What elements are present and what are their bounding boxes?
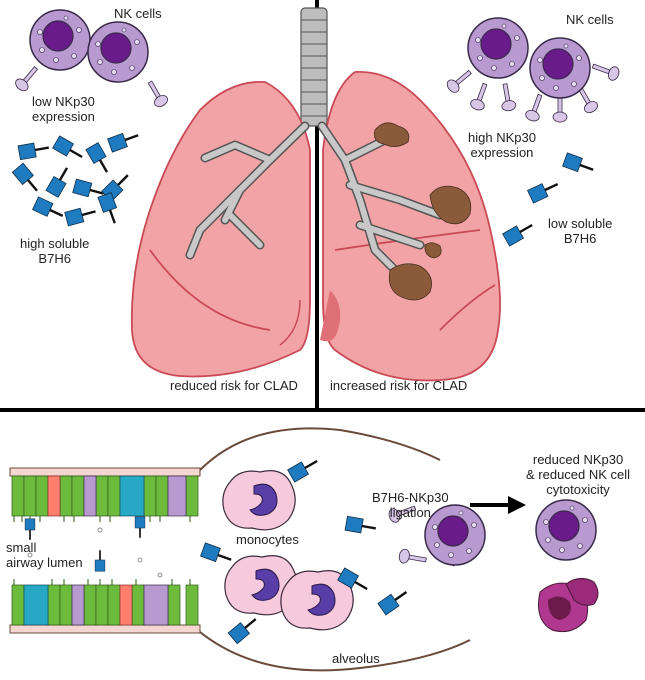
b7h6-label-left: high soluble B7H6 (20, 236, 89, 266)
result-label-line3: cytotoxicity (546, 482, 610, 497)
b7h6-label-right-line1: low soluble (548, 216, 613, 231)
apoptotic-cells (538, 578, 599, 633)
risk-label-left: reduced risk for CLAD (170, 378, 298, 393)
small-airway (9, 467, 201, 634)
lung-lesions (374, 122, 472, 301)
nkp30-label-right-line1: high NKp30 (468, 130, 536, 145)
nk-cells-right (444, 17, 622, 124)
nkp30-label-left: low NKp30 expression (32, 94, 95, 124)
nkp30-label-left-line2: expression (32, 109, 95, 124)
arrow-right (470, 496, 526, 514)
alveolus-label: alveolus (332, 651, 380, 666)
airway-lumen-line1: small (6, 540, 37, 555)
b7h6-label-right-line2: B7H6 (563, 231, 597, 246)
monocytes (222, 470, 354, 631)
ligation-label: B7H6-NKp30 ligation (372, 490, 449, 520)
b7h6-label-left-line2: B7H6 (38, 251, 71, 266)
airway-lumen-line2: airway lumen (6, 555, 83, 570)
nk-cells-label-right: NK cells (566, 12, 614, 27)
b7h6-label-right: low soluble B7H6 (548, 216, 612, 246)
airway-lumen-label: small airway lumen (6, 540, 83, 570)
alveolus-wall (199, 427, 471, 672)
trachea (300, 7, 328, 127)
nk-cell-reduced (535, 499, 597, 561)
nk-cells-label-left: NK cells (114, 6, 162, 21)
result-label: reduced NKp30 & reduced NK cell cytotoxi… (526, 452, 630, 497)
right-lung (320, 71, 501, 382)
result-label-line1: reduced NKp30 (532, 452, 624, 467)
b7h6-cluster-left (11, 127, 142, 228)
left-lung (130, 81, 311, 378)
b7h6-label-left-line1: high soluble (20, 236, 90, 251)
nkp30-label-right: high NKp30 expression (468, 130, 536, 160)
nkp30-label-right-line2: expression (470, 145, 534, 160)
risk-label-right: increased risk for CLAD (330, 378, 468, 393)
monocytes-label: monocytes (236, 532, 299, 547)
ligation-label-line2: ligation (389, 505, 431, 520)
result-label-line2: & reduced NK cell (526, 467, 631, 482)
ligation-label-line1: B7H6-NKp30 (372, 490, 449, 505)
nkp30-label-left-line1: low NKp30 (32, 94, 95, 109)
